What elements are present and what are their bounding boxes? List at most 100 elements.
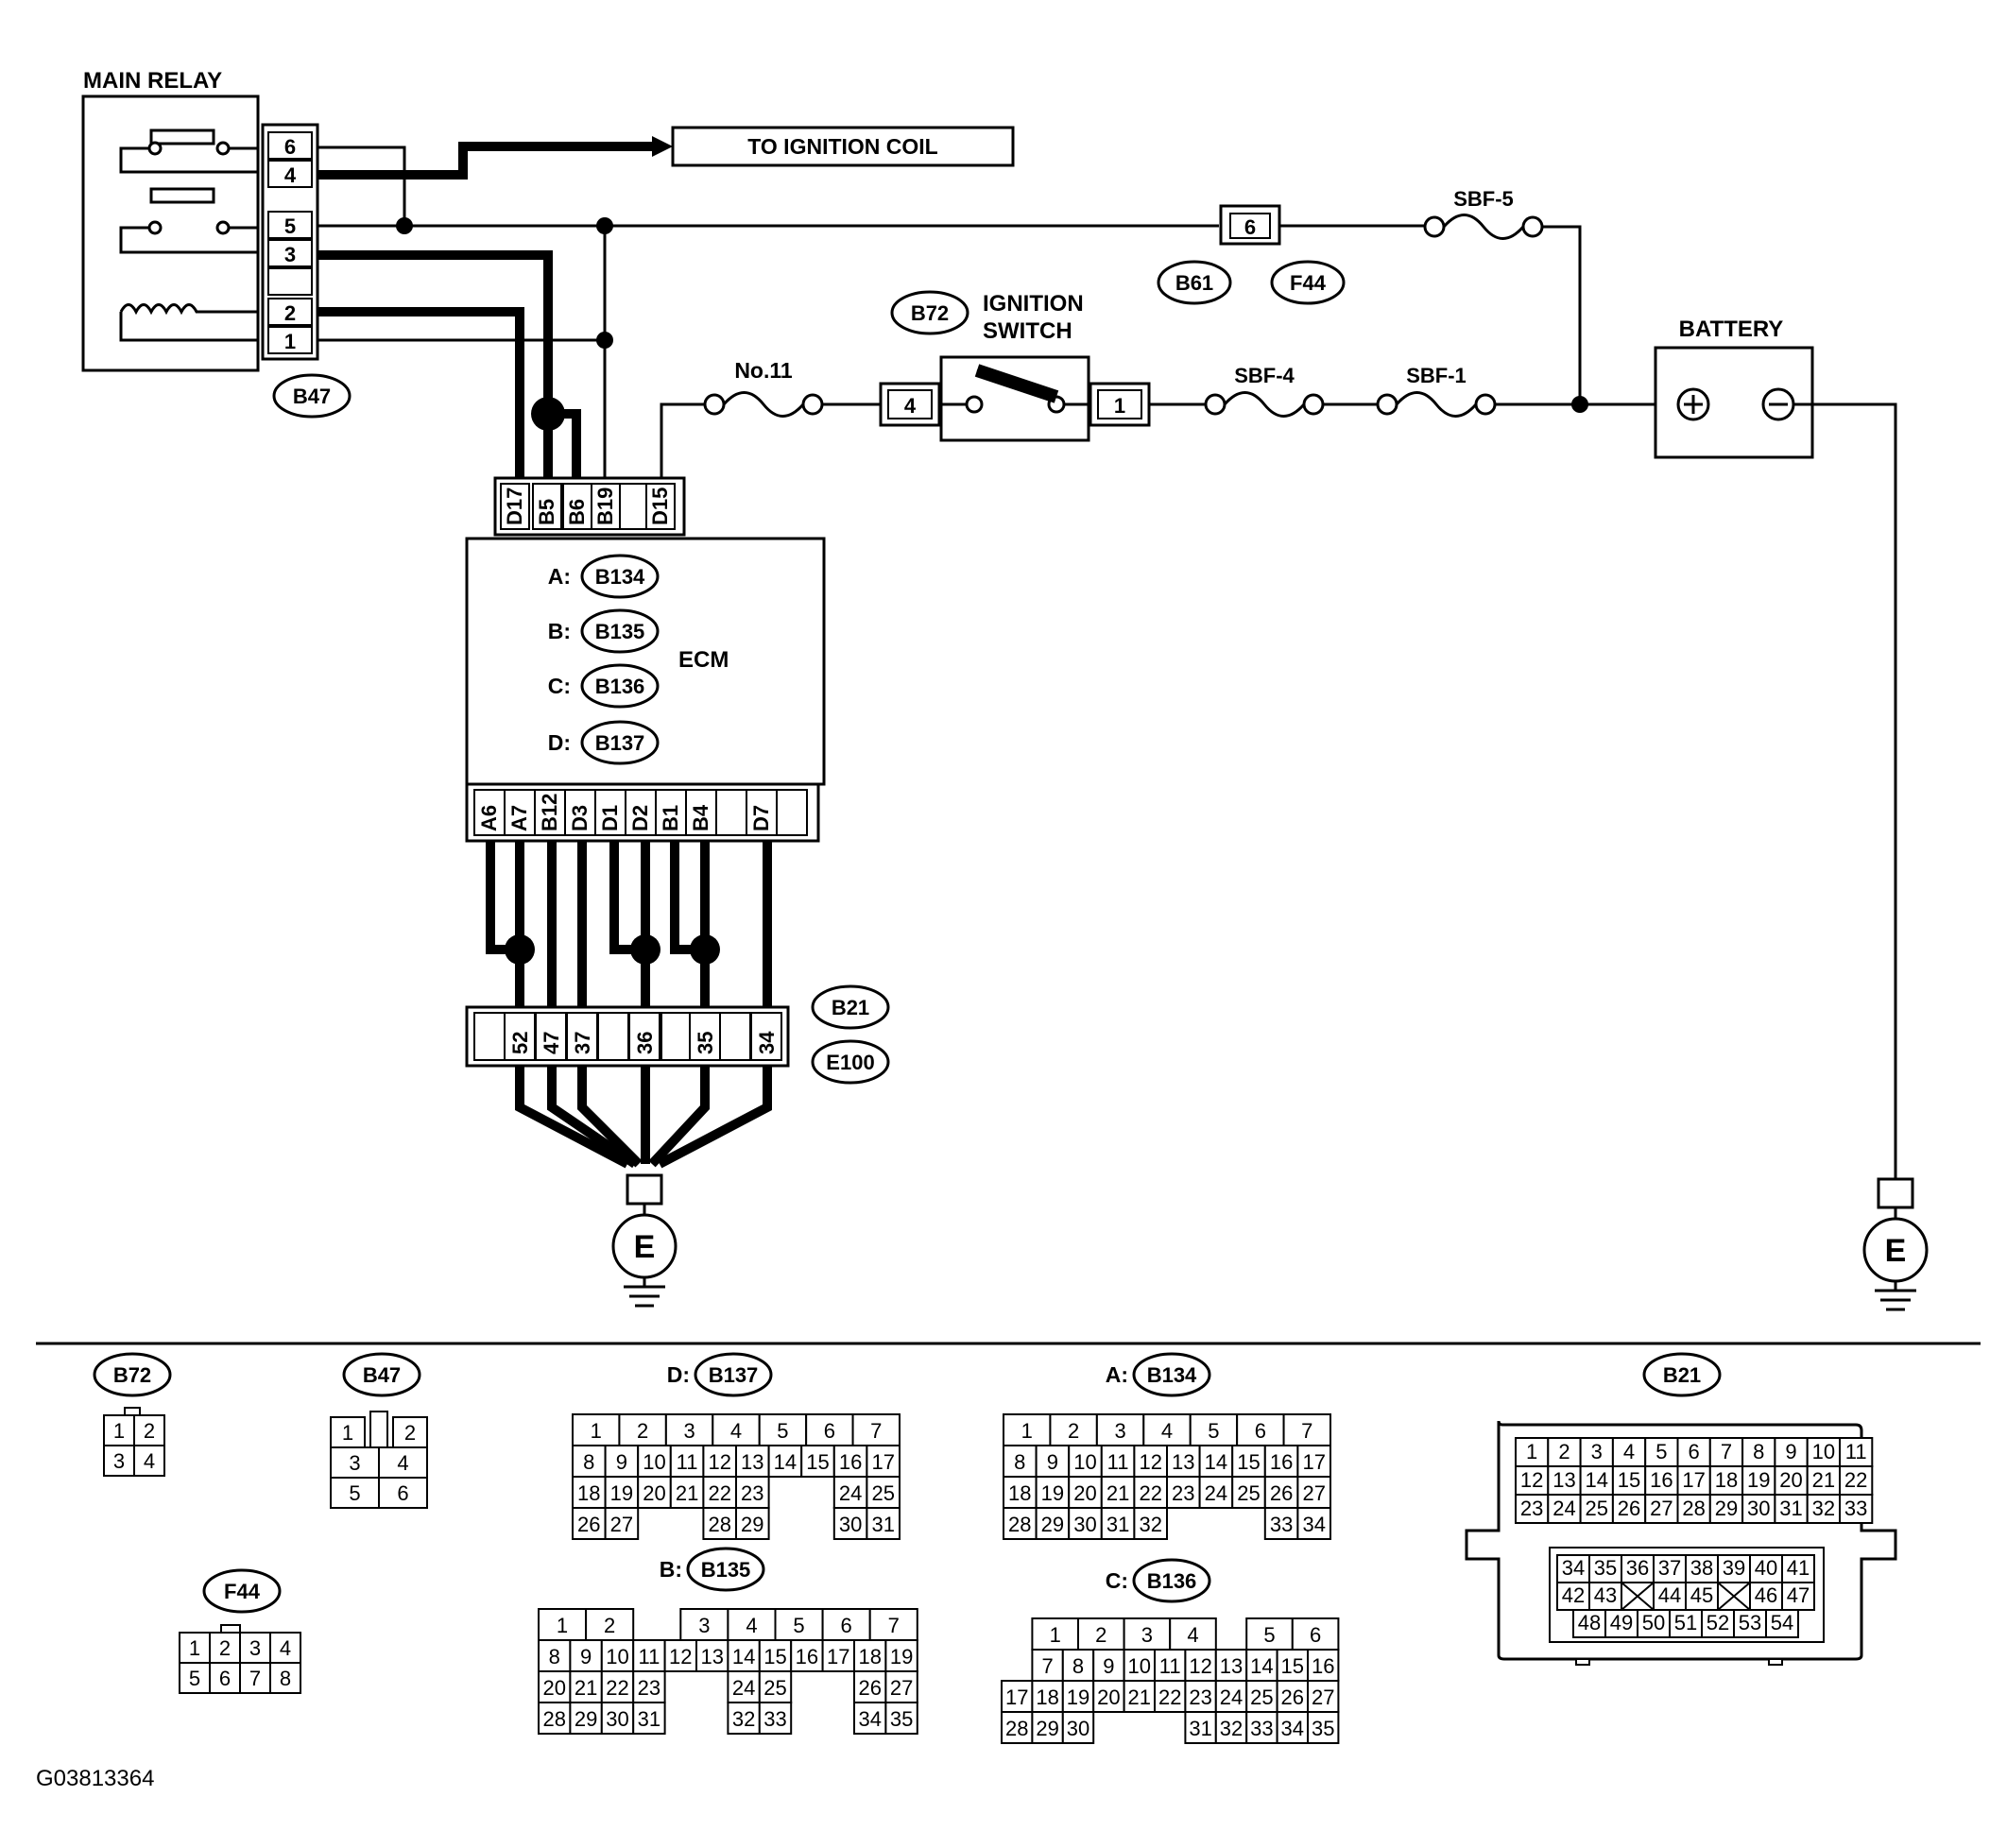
connector-cell-label: 7 xyxy=(870,1419,882,1443)
ecm-top-pin xyxy=(591,483,621,530)
connector-cell xyxy=(1133,1507,1169,1540)
connector-cell-label: 12 xyxy=(708,1450,730,1474)
ecm-connector-badge xyxy=(580,720,660,765)
connector-cell-label: 20 xyxy=(1097,1685,1120,1709)
connector-cell-label: 11 xyxy=(1107,1450,1129,1474)
relay-pin xyxy=(267,211,313,239)
connector-cell xyxy=(1708,1465,1744,1496)
connector-cell-label: 36 xyxy=(1626,1556,1649,1580)
connector-view-id: B72 xyxy=(113,1363,151,1387)
top-wiring xyxy=(317,145,1219,478)
joint-pin xyxy=(473,1012,506,1061)
connector-cell-label: 29 xyxy=(1036,1717,1058,1740)
ecm-bottom-pin-label: D1 xyxy=(598,805,622,831)
connector-cell-label: 27 xyxy=(1650,1497,1672,1520)
joint-pin xyxy=(628,1012,660,1061)
connector-cell-label: 24 xyxy=(839,1481,862,1505)
connector-view-badge xyxy=(686,1547,765,1592)
ecm-top-pin xyxy=(619,483,649,530)
connector-cell xyxy=(1515,1465,1550,1496)
connector-cell-label: 29 xyxy=(1041,1513,1064,1536)
connector-cell-label: 1 xyxy=(1050,1623,1061,1647)
connector-view-badge xyxy=(202,1568,282,1614)
relay-pin xyxy=(267,131,313,160)
connector-cell-label: 23 xyxy=(1520,1497,1543,1520)
connector-cell xyxy=(1003,1413,1052,1446)
connector-cell-label: 24 xyxy=(1552,1497,1575,1520)
ecm-bottom-pin-label: D3 xyxy=(568,805,592,831)
connector-cell xyxy=(133,1414,165,1446)
svg-text:IGNITION: IGNITION xyxy=(983,291,1084,317)
connector-cell-label: 8 xyxy=(1753,1440,1764,1463)
connector-cell xyxy=(800,1445,835,1478)
connector-cell-label: 9 xyxy=(1785,1440,1796,1463)
connector-cell-label: 34 xyxy=(1281,1717,1304,1740)
connector-cell-label: 22 xyxy=(1158,1685,1181,1709)
ecm-top-pin-label: B6 xyxy=(565,499,589,525)
connector-cell-label: 33 xyxy=(1250,1717,1273,1740)
connector-cell-label: 21 xyxy=(676,1481,698,1505)
connector-cell-label: 16 xyxy=(839,1450,862,1474)
relay-pin xyxy=(267,239,313,267)
relay-pin-label: 3 xyxy=(284,243,296,266)
ecm-connector-prefix: D: xyxy=(548,730,571,755)
connector-cell-label: 16 xyxy=(1650,1468,1672,1492)
connector-cell-label: 53 xyxy=(1739,1611,1761,1634)
connector-cell-label: 17 xyxy=(1005,1685,1028,1709)
connector-cell-label: 9 xyxy=(1103,1654,1114,1678)
relay-pin-label: 2 xyxy=(284,301,296,325)
connector-cell-label: 7 xyxy=(888,1614,900,1637)
connector-view-badge xyxy=(694,1352,773,1397)
connector-cell xyxy=(853,1702,887,1735)
connector-cell-label: 19 xyxy=(890,1645,913,1668)
relay-pin xyxy=(267,326,313,354)
connector-cell-label: 51 xyxy=(1674,1611,1697,1634)
ignition-switch: B72 IGNITION SWITCH 4 1 xyxy=(879,290,1151,442)
connector-cell-label: 4 xyxy=(1161,1419,1173,1443)
connector-cell-label: 6 xyxy=(1255,1419,1266,1443)
ecm-label: ECM xyxy=(678,647,729,673)
connector-cell-label: 14 xyxy=(1250,1654,1273,1678)
ecm-bottom-pin xyxy=(776,789,808,836)
connector-cell xyxy=(1214,1711,1248,1744)
connector-cell-label: 32 xyxy=(1220,1717,1243,1740)
connector-cell-label: 11 xyxy=(677,1450,698,1474)
joint-pin xyxy=(504,1012,536,1061)
connector-cell-label: 26 xyxy=(1281,1685,1304,1709)
connector-cell-label: 2 xyxy=(1558,1440,1570,1463)
connector-cell-label: 1 xyxy=(591,1419,602,1443)
to-ignition-coil: TO IGNITION COIL xyxy=(317,126,1015,180)
connector-cell-label: 30 xyxy=(1073,1513,1096,1536)
svg-text:SBF-5: SBF-5 xyxy=(1453,187,1514,211)
connector-cell-label: 32 xyxy=(1139,1513,1161,1536)
connector-cell-label: 2 xyxy=(219,1636,231,1660)
connector-cell-label: 31 xyxy=(1779,1497,1802,1520)
to-ignition-coil-label: TO IGNITION COIL xyxy=(747,134,937,159)
ecm-bottom-pin-label: B4 xyxy=(689,804,712,831)
connector-cell-label: 2 xyxy=(1095,1623,1106,1647)
connector-cell xyxy=(572,1507,607,1540)
connector-cell xyxy=(702,1507,738,1540)
connector-cell xyxy=(209,1662,241,1694)
connector-cell-label: 14 xyxy=(732,1645,755,1668)
joint-pin-label: 47 xyxy=(540,1032,563,1054)
connector-cell-label: 23 xyxy=(1189,1685,1211,1709)
connector-cell-label: 18 xyxy=(1036,1685,1058,1709)
connector-cell xyxy=(1231,1445,1266,1478)
connector-cell-label: 28 xyxy=(708,1513,730,1536)
connector-cell-label: 25 xyxy=(1237,1481,1260,1505)
connector-cell xyxy=(1061,1649,1095,1682)
connector-cell xyxy=(572,1476,607,1509)
connector-cell-label: 8 xyxy=(280,1667,291,1690)
connector-cell xyxy=(1296,1507,1332,1540)
ecm-bottom-pin-label: B1 xyxy=(659,805,682,831)
connector-cell-label: 22 xyxy=(606,1676,628,1700)
connector-cell-label: 17 xyxy=(871,1450,894,1474)
svg-text:No.11: No.11 xyxy=(734,358,793,383)
connector-cell-label: 25 xyxy=(871,1481,894,1505)
ecm-connector-badge xyxy=(580,554,660,599)
connector-cell-label: 38 xyxy=(1690,1556,1713,1580)
connector-cell-label: 21 xyxy=(1106,1481,1129,1505)
connector-cell xyxy=(378,1477,428,1509)
